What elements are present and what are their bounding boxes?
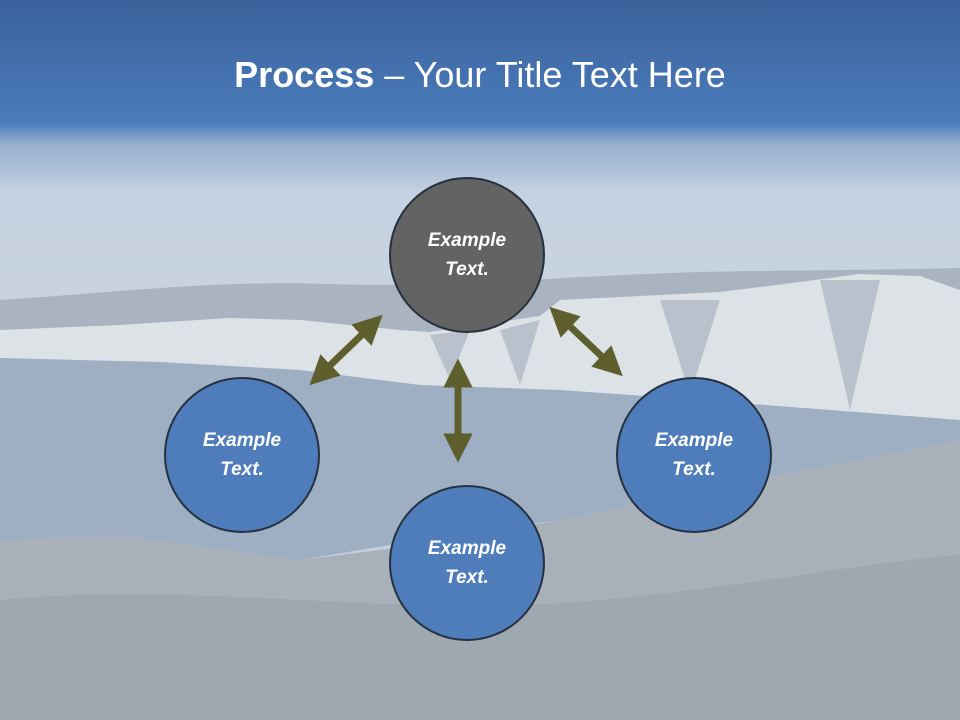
process-node-right: Example Text.: [616, 377, 772, 533]
node-right-label: Example Text.: [654, 430, 734, 480]
title-bold-part: Process: [234, 54, 375, 95]
node-bottom-label: Example Text.: [427, 538, 507, 588]
title-rest-part: – Your Title Text Here: [374, 54, 726, 95]
process-node-bottom: Example Text.: [389, 485, 545, 641]
node-left-label: Example Text.: [202, 430, 282, 480]
process-node-left: Example Text.: [164, 377, 320, 533]
slide-title: Process – Your Title Text Here: [0, 52, 960, 98]
node-top-label: Example Text.: [427, 230, 507, 280]
process-node-top: Example Text.: [389, 177, 545, 333]
